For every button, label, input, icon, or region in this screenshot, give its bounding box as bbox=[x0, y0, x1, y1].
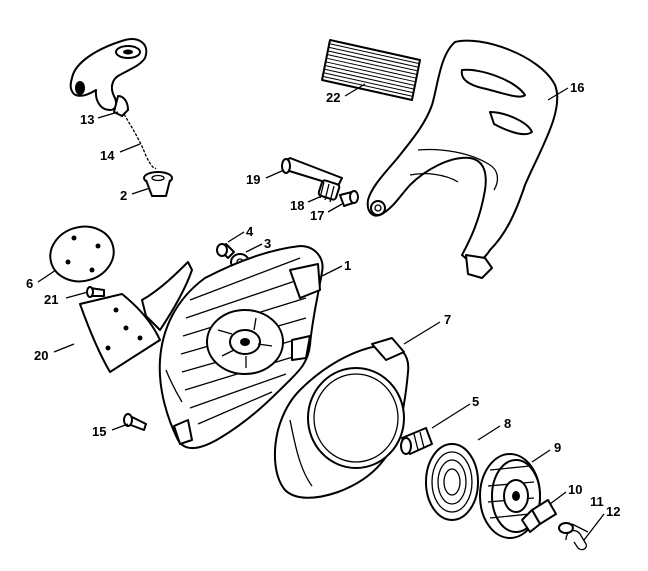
part-2-grommet bbox=[143, 171, 173, 197]
callout-14: 14 bbox=[100, 148, 115, 163]
callout-7: 7 bbox=[444, 312, 451, 327]
part-18-spring bbox=[317, 179, 341, 203]
part-14-starter-rope bbox=[123, 113, 157, 170]
callout-12: 12 bbox=[606, 504, 620, 519]
callout-13: 13 bbox=[80, 112, 94, 127]
part-10-pawl bbox=[521, 499, 557, 533]
decal-hatch-line bbox=[328, 46, 419, 68]
part-12-retainer-clip bbox=[565, 529, 588, 551]
callout-22: 22 bbox=[326, 90, 340, 105]
leader-lines bbox=[37, 83, 605, 541]
part-20-cover-plate bbox=[79, 261, 193, 373]
callout-3: 3 bbox=[264, 236, 271, 251]
decal-hatch-line bbox=[326, 54, 418, 76]
part-11-spring-clip bbox=[558, 522, 574, 534]
part-5-shaft bbox=[400, 427, 433, 455]
decal-hatch-line bbox=[324, 64, 416, 86]
callout-19: 19 bbox=[246, 172, 260, 187]
callout-9: 9 bbox=[554, 440, 561, 455]
part-13-starter-grip bbox=[69, 38, 148, 117]
callout-5: 5 bbox=[472, 394, 479, 409]
decal-hatch-line bbox=[329, 43, 420, 65]
part-19-bolt bbox=[281, 157, 343, 187]
part-21-screw bbox=[86, 286, 105, 298]
callout-11: 11 bbox=[590, 494, 604, 509]
callout-21: 21 bbox=[44, 292, 58, 307]
decal-hatch-line bbox=[325, 61, 416, 83]
callout-2: 2 bbox=[120, 188, 127, 203]
decal-hatch-line bbox=[322, 75, 413, 97]
part-6-cover-disc bbox=[49, 225, 115, 283]
part-1-fan-housing bbox=[158, 245, 324, 449]
callout-15: 15 bbox=[92, 424, 106, 439]
callout-20: 20 bbox=[34, 348, 48, 363]
callout-16: 16 bbox=[570, 80, 584, 95]
decal-hatch-line bbox=[327, 50, 418, 72]
decal-hatch-line bbox=[323, 72, 414, 94]
callout-4: 4 bbox=[246, 224, 254, 239]
callout-6: 6 bbox=[26, 276, 33, 291]
callout-18: 18 bbox=[290, 198, 304, 213]
callout-1: 1 bbox=[344, 258, 351, 273]
part-22-decal bbox=[321, 39, 421, 101]
part-8-rewind-spring bbox=[425, 443, 479, 521]
part-16-hand-guard bbox=[366, 39, 559, 279]
part-4-screw bbox=[216, 243, 235, 259]
part-17-sleeve bbox=[339, 190, 359, 207]
decal-hatch-line bbox=[324, 68, 415, 90]
callout-17: 17 bbox=[310, 208, 324, 223]
decal-hatch-line bbox=[326, 57, 417, 79]
part-7-starter-cover bbox=[273, 337, 410, 499]
callout-labels: 22 16 13 14 2 19 18 17 4 3 1 6 21 20 7 1… bbox=[26, 80, 620, 519]
callout-10: 10 bbox=[568, 482, 582, 497]
part-15-screw bbox=[123, 413, 147, 431]
callout-8: 8 bbox=[504, 416, 511, 431]
